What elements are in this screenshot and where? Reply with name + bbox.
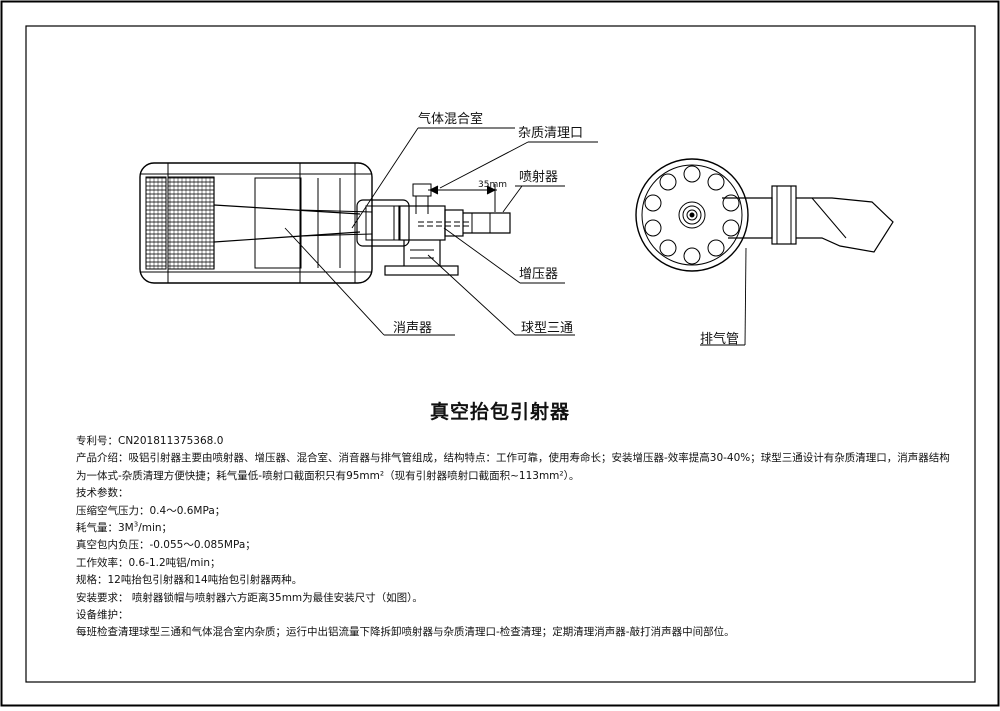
label-injector: 喷射器	[519, 170, 559, 185]
air-consumption-prefix: 耗气量：3M	[76, 522, 134, 535]
description-block: 专利号：CN201811375368.0 产品介绍：吸铝引射器主要由喷射器、增压…	[76, 433, 956, 642]
muffler-core-hatch	[145, 176, 167, 270]
muffler-end-circle	[635, 158, 749, 272]
injector	[463, 212, 511, 234]
label-gas-mixing-chamber: 气体混合室	[418, 112, 484, 127]
label-impurity-cleaning-port: 杂质清理口	[518, 126, 584, 141]
air-consumption-suffix: /min；	[138, 522, 173, 535]
label-ball-tee: 球型三通	[521, 321, 574, 336]
patent-number: 专利号：CN201811375368.0	[76, 435, 224, 447]
drawing-title: 真空抬包引射器	[429, 401, 570, 423]
air-pressure: 压缩空气压力：0.4～0.6MPa；	[76, 504, 226, 517]
air-consumption-sup: 3	[133, 520, 139, 529]
install-requirement: 安装要求： 喷射器锁帽与喷射器六方距离35mm为最佳安装尺寸（如图）。	[76, 591, 423, 604]
maintenance-header: 设备维护：	[76, 609, 129, 622]
mixing-chamber	[356, 199, 410, 247]
air-consumption: 耗气量：3M3/min；	[76, 520, 956, 537]
end-view-drawing	[635, 158, 894, 272]
label-35mm-dimension: 35mm	[478, 180, 507, 190]
maintenance-text: 每班检查清理球型三通和气体混合室内杂质；运行中出铝流量下降拆卸喷射器与杂质清理口…	[76, 626, 735, 639]
label-muffler: 消声器	[393, 321, 433, 336]
tech-params-header: 技术参数：	[76, 487, 129, 500]
booster	[444, 209, 464, 237]
label-booster: 增压器	[519, 267, 559, 282]
work-efficiency: 工作效率：0.6-1.2吨铝/min；	[76, 556, 221, 569]
inner-frame	[25, 25, 976, 683]
side-view-drawing	[139, 162, 511, 284]
specification: 规格：12吨抬包引射器和14吨抬包引射器两种。	[76, 574, 303, 587]
ball-tee	[398, 205, 446, 241]
negative-pressure: 真空包内负压：-0.055～0.085MPa；	[76, 539, 256, 552]
leader-lines	[284, 127, 747, 346]
product-intro: 产品介绍：吸铝引射器主要由喷射器、增压器、混合室、消音器与排气管组成，结构特点：…	[76, 452, 950, 482]
diffuser-cone	[213, 204, 361, 243]
label-exhaust-pipe: 排气管	[700, 332, 740, 347]
